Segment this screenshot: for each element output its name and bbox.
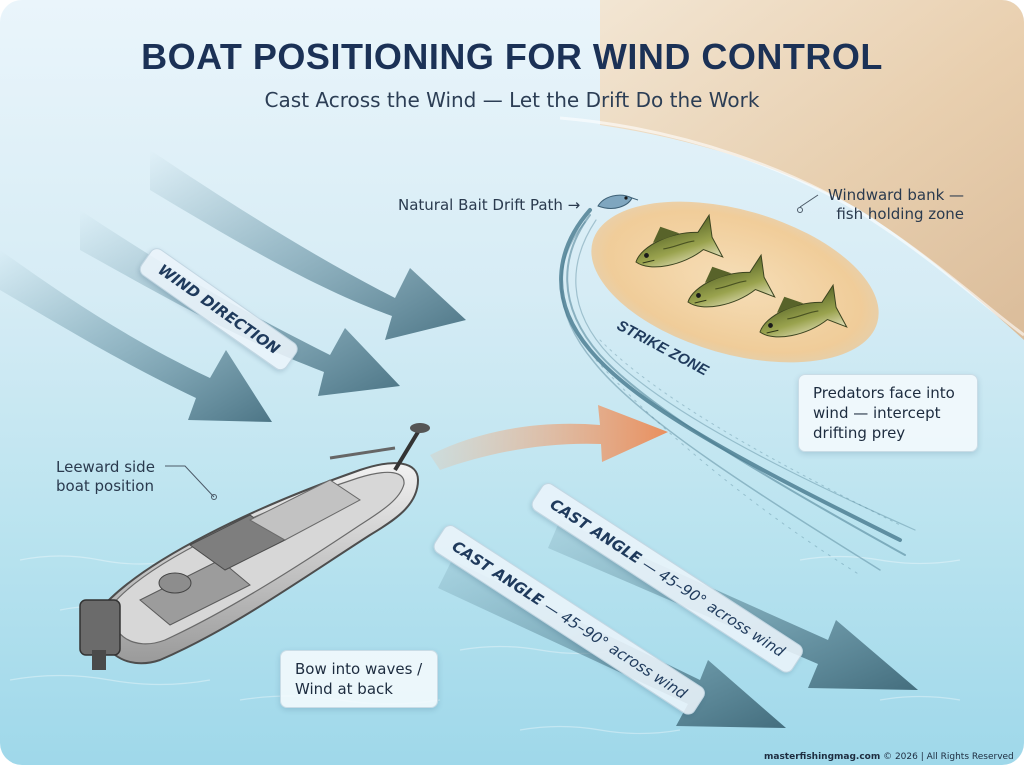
predators-line-2: wind — intercept — [813, 404, 941, 422]
bow-line-1: Bow into waves / — [295, 660, 423, 678]
predators-line-3: drifting prey — [813, 424, 906, 442]
predators-callout: Predators face into wind — intercept dri… — [798, 374, 978, 452]
leeward-side-label: Leeward side boat position — [56, 458, 155, 496]
page-title: BOAT POSITIONING FOR WIND CONTROL — [141, 36, 883, 77]
footer-copyright: masterfishingmag.com © 2026 | All Rights… — [764, 752, 1014, 762]
bait-drift-path — [559, 208, 916, 576]
windward-line-1: Windward bank — — [828, 186, 965, 204]
windward-shore — [600, 0, 1024, 340]
bow-callout: Bow into waves / Wind at back — [280, 650, 438, 708]
leeward-line-2: boat position — [56, 477, 154, 495]
lure-icon — [597, 194, 639, 209]
leader-lines — [165, 194, 819, 500]
page-subtitle: Cast Across the Wind — Let the Drift Do … — [264, 88, 760, 112]
footer-rights: © 2026 | All Rights Reserved — [880, 752, 1014, 762]
bait-drift-label: Natural Bait Drift Path → — [398, 196, 581, 214]
bow-line-2: Wind at back — [295, 680, 393, 698]
predators-line-1: Predators face into — [813, 384, 955, 402]
footer-site: masterfishingmag.com — [764, 752, 881, 762]
wind-arrow-1 — [150, 150, 466, 340]
boat-icon — [79, 423, 430, 670]
windward-line-2: fish holding zone — [836, 205, 965, 223]
current-arrow — [430, 405, 668, 470]
wind-arrow-3 — [0, 250, 272, 422]
leeward-line-1: Leeward side — [56, 458, 155, 476]
windward-bank-label: Windward bank — fish holding zone — [828, 186, 964, 224]
wind-arrow-2 — [80, 210, 400, 396]
